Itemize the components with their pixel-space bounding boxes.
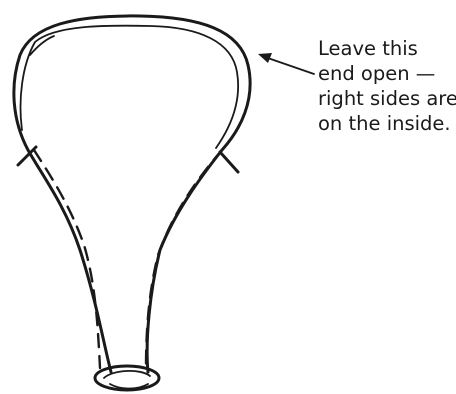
shape-outline (14, 16, 250, 372)
seam-tick-right (220, 152, 238, 172)
shape-inner-edge (21, 26, 239, 148)
annotation-line-4: on the inside. (318, 111, 454, 136)
annotation-arrow-line (262, 56, 314, 74)
annotation-line-1: Leave this (318, 36, 454, 61)
stitch-line-left (34, 150, 100, 368)
annotation-line-2: end open — (318, 61, 454, 86)
annotation-text: Leave this end open — right sides are on… (318, 36, 454, 136)
annotation-arrowhead-icon (258, 53, 272, 63)
annotation-line-3: right sides are (318, 86, 454, 111)
